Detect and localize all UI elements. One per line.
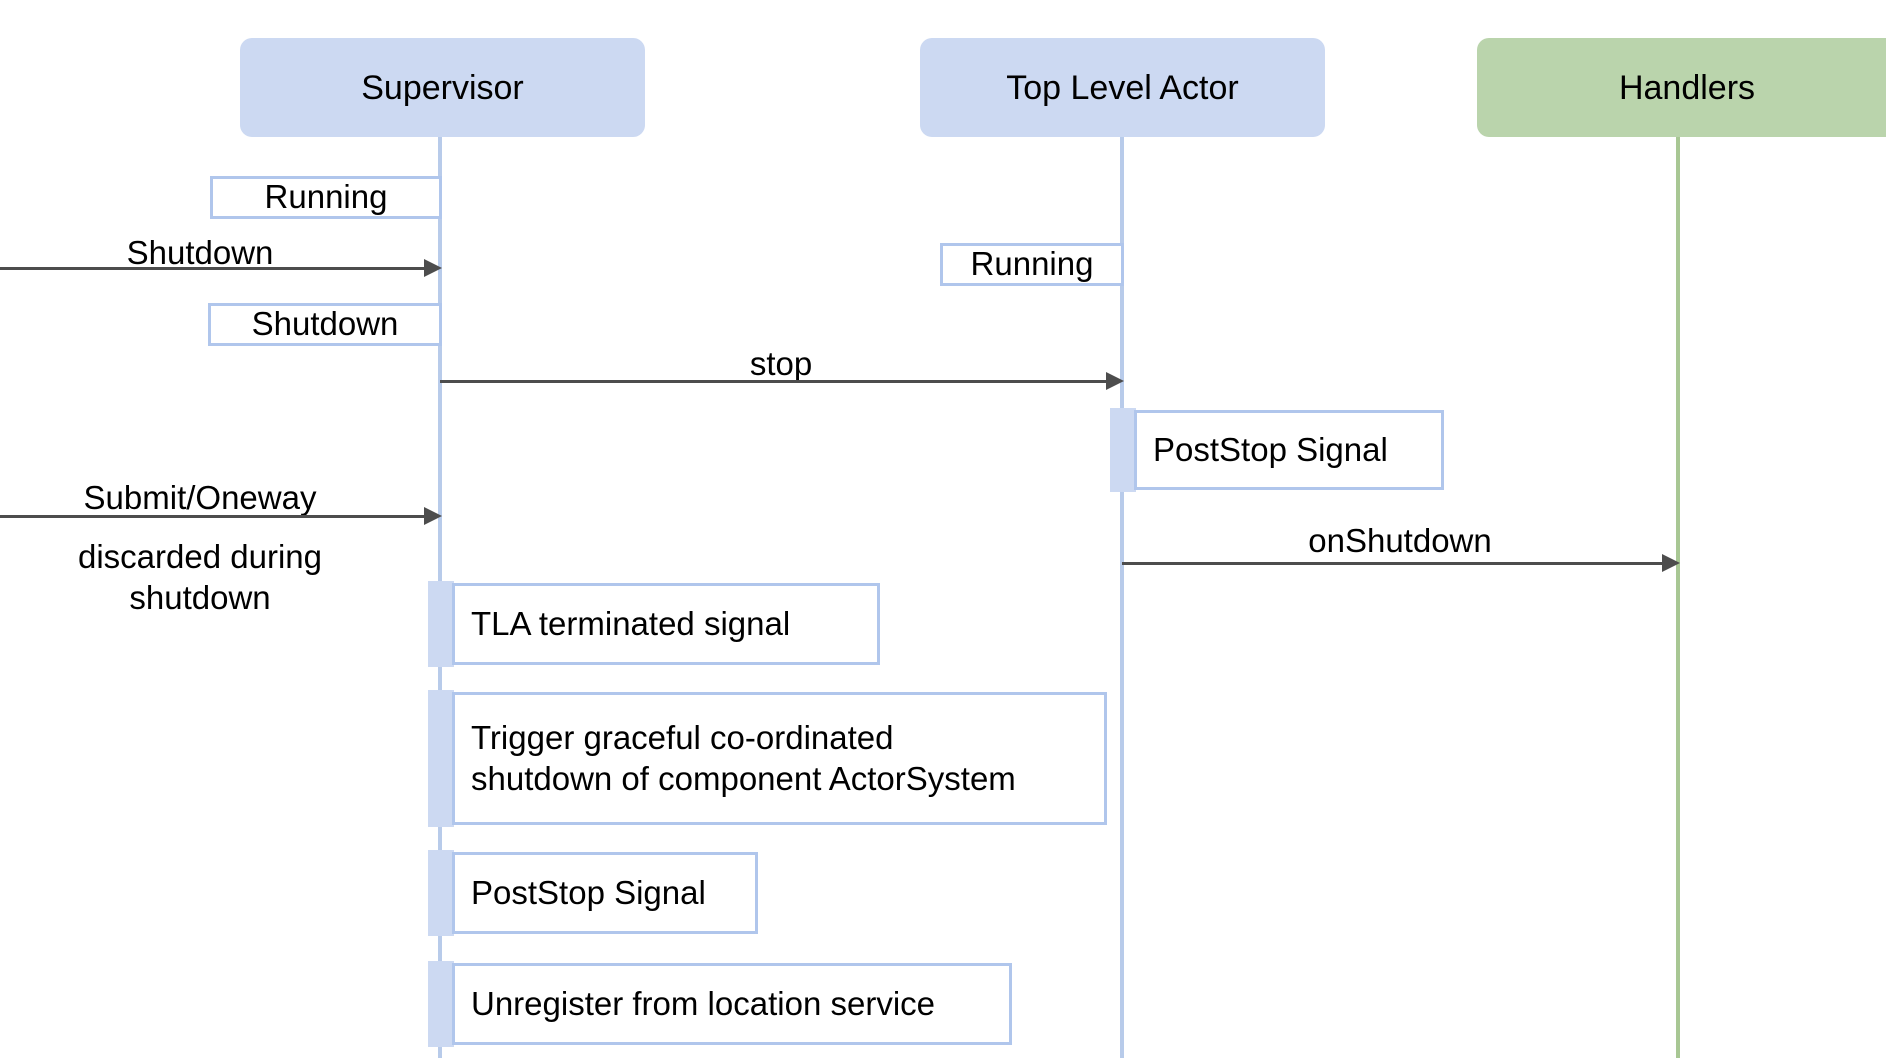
message-stop-label: stop bbox=[749, 345, 813, 382]
note-supervisor-poststop-text: PostStop Signal bbox=[471, 873, 706, 911]
message-onshutdown-line bbox=[1122, 561, 1671, 565]
activation-supervisor-tla-terminated bbox=[428, 581, 454, 667]
message-submit-oneway-sublabel: discarded during shutdown bbox=[78, 538, 322, 616]
participant-handlers-label: Handlers bbox=[1618, 68, 1756, 107]
note-supervisor-shutdown: Shutdown bbox=[208, 303, 442, 346]
lifeline-handlers bbox=[1676, 137, 1680, 1058]
participant-supervisor-label: Supervisor bbox=[361, 68, 524, 107]
note-supervisor-tla-terminated: TLA terminated signal bbox=[452, 583, 880, 665]
message-submit-oneway-label: Submit/Oneway bbox=[83, 479, 317, 516]
note-supervisor-running: Running bbox=[210, 176, 442, 219]
participant-top-level-actor-label: Top Level Actor bbox=[1006, 68, 1239, 107]
message-stop-line bbox=[440, 379, 1115, 383]
participant-supervisor[interactable]: Supervisor bbox=[240, 38, 645, 137]
message-shutdown-arrow bbox=[0, 259, 442, 277]
note-top-level-actor-running-text: Running bbox=[970, 245, 1094, 283]
message-submit-oneway-arrowhead bbox=[424, 507, 442, 525]
message-onshutdown-arrowhead bbox=[1662, 554, 1680, 572]
message-shutdown-arrowhead bbox=[424, 259, 442, 277]
message-shutdown-label: Shutdown bbox=[126, 234, 274, 271]
participant-top-level-actor[interactable]: Top Level Actor bbox=[920, 38, 1325, 137]
message-onshutdown-arrow bbox=[1122, 554, 1680, 572]
note-supervisor-shutdown-text: Shutdown bbox=[251, 305, 399, 343]
note-top-level-actor-poststop: PostStop Signal bbox=[1134, 410, 1444, 490]
note-supervisor-unregister-text: Unregister from location service bbox=[471, 984, 935, 1022]
activation-supervisor-poststop bbox=[428, 850, 454, 936]
note-supervisor-trigger-shutdown: Trigger graceful co-ordinated shutdown o… bbox=[452, 692, 1107, 825]
message-stop-arrow bbox=[440, 372, 1124, 390]
note-supervisor-poststop: PostStop Signal bbox=[452, 852, 758, 934]
participant-handlers[interactable]: Handlers bbox=[1477, 38, 1886, 137]
activation-top-level-actor-poststop bbox=[1110, 408, 1136, 492]
activation-supervisor-trigger-shutdown bbox=[428, 690, 454, 827]
message-stop-arrowhead bbox=[1106, 372, 1124, 390]
message-submit-oneway-arrow bbox=[0, 507, 442, 525]
note-supervisor-trigger-shutdown-text: Trigger graceful co-ordinated shutdown o… bbox=[471, 719, 1016, 797]
message-onshutdown-label: onShutdown bbox=[1308, 522, 1492, 559]
message-shutdown-line bbox=[0, 266, 433, 270]
note-supervisor-unregister: Unregister from location service bbox=[452, 963, 1012, 1045]
activation-supervisor-unregister bbox=[428, 961, 454, 1047]
lifeline-top-level-actor bbox=[1120, 137, 1124, 1058]
message-submit-oneway-line bbox=[0, 514, 433, 518]
note-supervisor-running-text: Running bbox=[264, 178, 388, 216]
note-top-level-actor-running: Running bbox=[940, 243, 1124, 286]
note-top-level-actor-poststop-text: PostStop Signal bbox=[1153, 430, 1388, 468]
note-supervisor-tla-terminated-text: TLA terminated signal bbox=[471, 604, 791, 642]
